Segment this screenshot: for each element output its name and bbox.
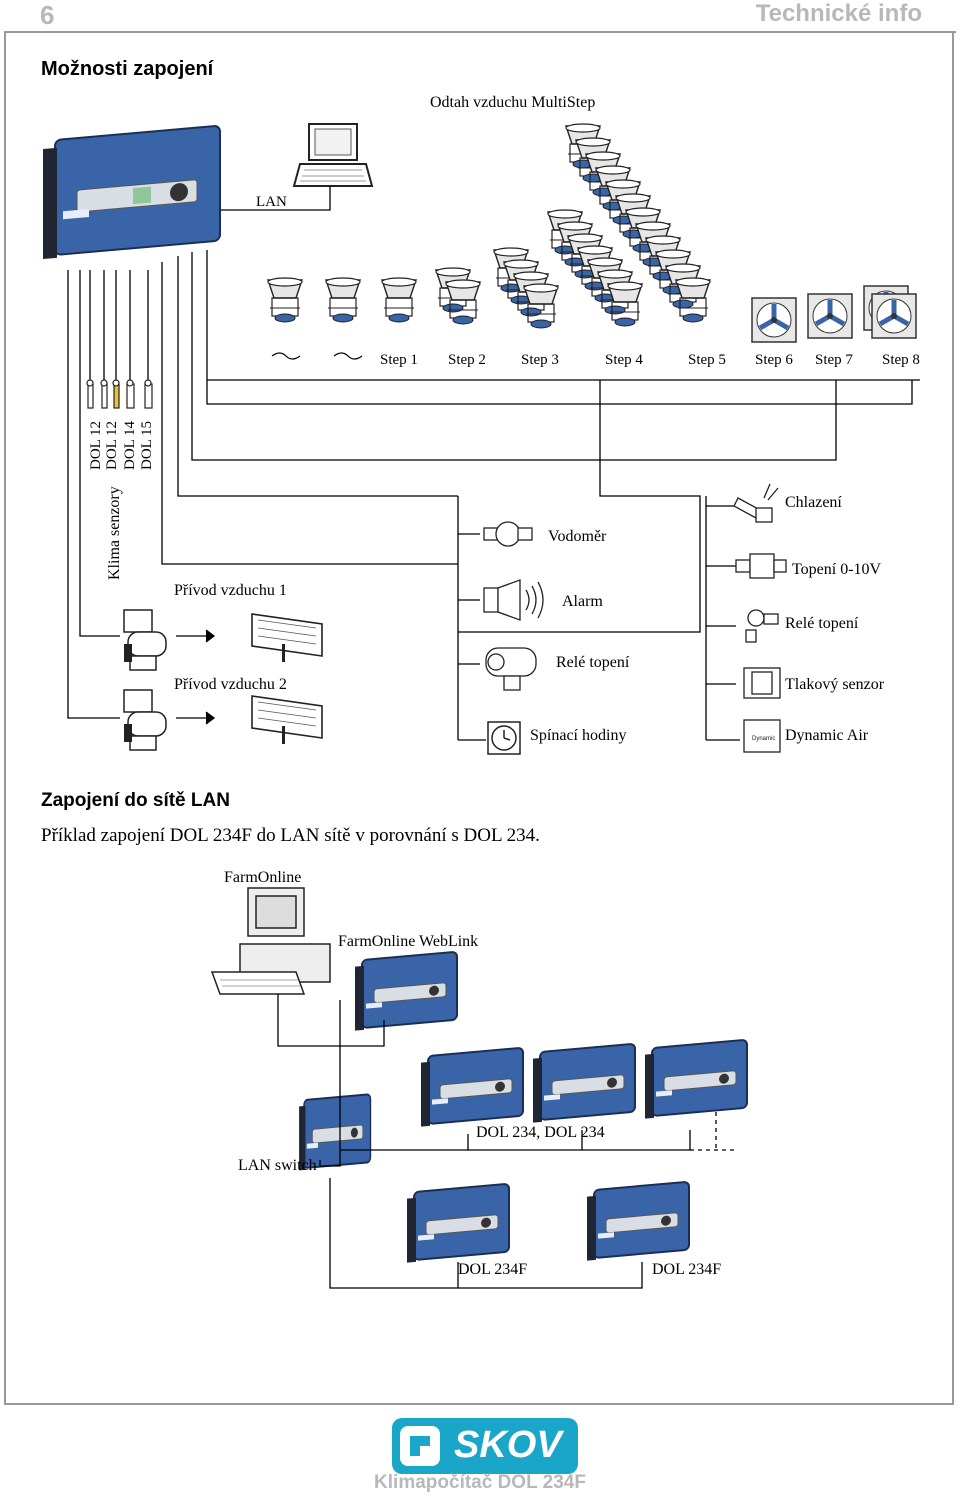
step-label: Step 3: [521, 352, 559, 368]
skov-logo-icon: [392, 1418, 578, 1474]
page-number: 6: [40, 0, 55, 30]
inlet-1-label: Přívod vzduchu 1: [174, 582, 287, 599]
heating-valve-icon: [735, 553, 787, 579]
logo-text: SKOV: [454, 1424, 562, 1466]
cooling-valve-icon: [733, 483, 779, 523]
heat-relay-right-label: Relé topení: [785, 615, 859, 632]
farmonline-pc-icon: [210, 887, 331, 995]
section-title: Technické info: [755, 0, 922, 27]
dynamic-air-label: Dynamic Air: [785, 727, 869, 744]
exhaust-label: Odtah vzduchu MultiStep: [430, 94, 596, 111]
farmonline-label: FarmOnline: [224, 869, 302, 886]
heating-0-10v-label: Topení 0-10V: [792, 561, 882, 578]
lan-section-description: Příklad zapojení DOL 234F do LAN sítě v …: [41, 825, 540, 846]
heater-icon: [485, 647, 537, 691]
step-label: Step 5: [688, 352, 726, 368]
alarm-label: Alarm: [562, 593, 603, 610]
step-label: Step 2: [448, 352, 486, 368]
header-rule: [4, 31, 956, 33]
cooling-label: Chlazení: [785, 494, 842, 511]
sensor-label: DOL 12: [88, 420, 104, 470]
pressure-sensor-icon: [743, 667, 781, 699]
footer-product-title: Klimapočítač DOL 234F: [374, 1472, 586, 1493]
connection-options-title: Možnosti zapojení: [41, 58, 214, 80]
dol234f-label: DOL 234F: [458, 1261, 528, 1278]
laptop-icon: [292, 123, 374, 187]
step-label: Step 7: [815, 352, 853, 368]
step-label: Step 8: [882, 352, 920, 368]
sensor-label: DOL 12: [104, 420, 120, 470]
relay-valve-icon: [745, 609, 779, 643]
timer-label: Spínací hodiny: [530, 727, 627, 744]
pressure-sensor-label: Tlakový senzor: [785, 676, 885, 693]
step-label: Step 1: [380, 352, 418, 368]
sensor-label: DOL 14: [122, 420, 138, 470]
sensors-caption: Klima senzory: [106, 486, 123, 580]
lan-switch-label: LAN switch: [238, 1157, 317, 1174]
dol234f-label: DOL 234F: [652, 1261, 722, 1278]
inlet-2-label: Přívod vzduchu 2: [174, 676, 287, 693]
step-label: Step 4: [605, 352, 643, 368]
lan-label: LAN: [256, 194, 287, 210]
step-label: Step 6: [755, 352, 793, 368]
lan-section-title: Zapojení do sítě LAN: [41, 790, 230, 811]
lan-line: [208, 186, 331, 211]
alarm-icon: [483, 579, 544, 621]
timer-icon: [487, 721, 521, 755]
weblink-label: FarmOnline WebLink: [338, 933, 479, 950]
sensor-label: DOL 15: [139, 420, 155, 470]
svg-text:Dynamic: Dynamic: [752, 736, 775, 742]
heat-relay-label: Relé topení: [556, 654, 630, 671]
dol234-label: DOL 234, DOL 234: [476, 1124, 605, 1141]
water-meter-icon: [483, 521, 533, 547]
water-meter-label: Vodoměr: [548, 528, 607, 545]
dynamic-air-icon: Dynamic: [743, 719, 781, 753]
page-frame: [4, 33, 954, 1405]
